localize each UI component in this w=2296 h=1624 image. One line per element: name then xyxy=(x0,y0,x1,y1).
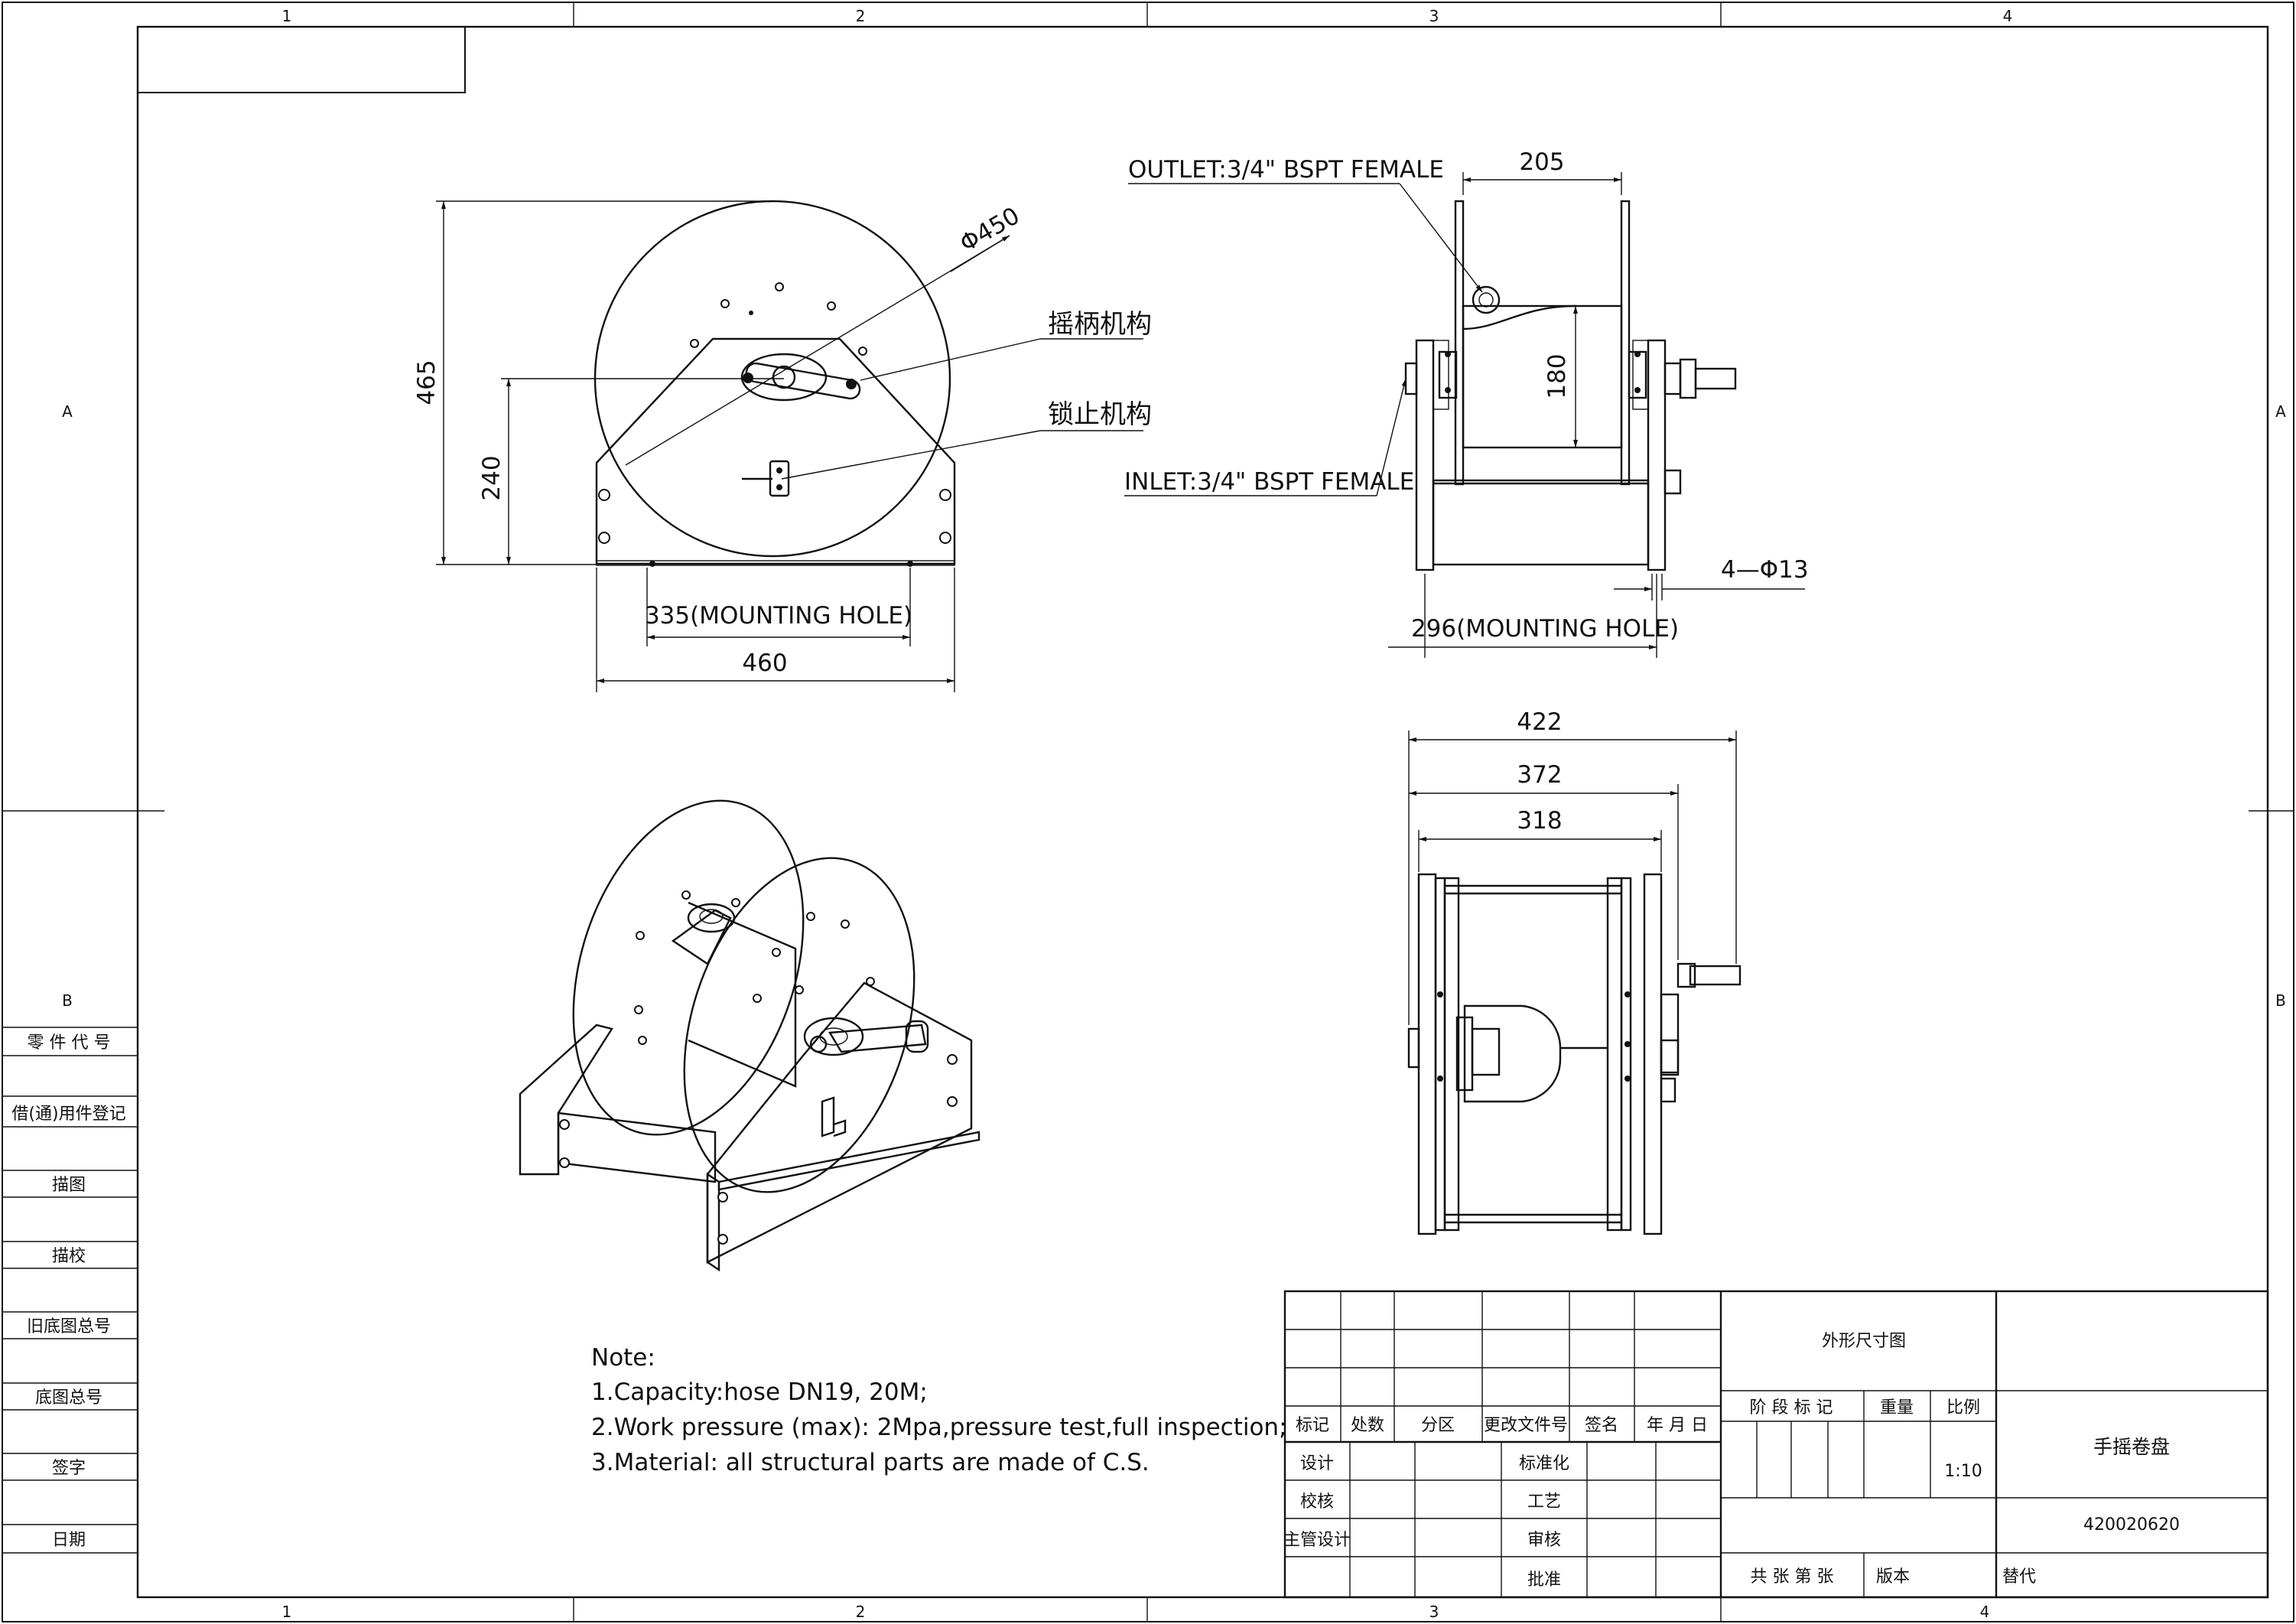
side-flange-right xyxy=(1620,200,1631,486)
front-label-lock: 锁止机构 xyxy=(1048,399,1152,430)
side-label-column: 零 件 代 号 借(通)用件登记 描图 描校 旧底图总号 底图总号 签字 日期 xyxy=(2,1027,138,1554)
top-frame-left xyxy=(1417,873,1437,1235)
grid-col-top-1: 1 xyxy=(282,7,292,25)
grid-col-bottom-4: 4 xyxy=(1980,1603,1990,1621)
tb-rev-header-zone: 分区 xyxy=(1421,1416,1455,1435)
top-frame-right xyxy=(1643,873,1663,1235)
grid-labels: 1 2 3 4 1 2 3 4 A B A B xyxy=(62,7,2286,1621)
tb-rev-header-count: 处数 xyxy=(1351,1416,1384,1435)
front-frame-base xyxy=(596,560,955,566)
side-label-base-no: 底图总号 xyxy=(35,1388,102,1408)
note-line-3: 3.Material: all structural parts are mad… xyxy=(591,1449,1150,1476)
note-line-2: 2.Work pressure (max): 2Mpa,pressure tes… xyxy=(591,1414,1287,1441)
tb-row-check: 校核 xyxy=(1300,1492,1334,1512)
side-label-trace-check: 描校 xyxy=(52,1247,86,1266)
tb-version-label: 版本 xyxy=(1876,1567,1910,1587)
front-view: Φ450 465 240 335(MOUNTING HOLE) 460 摇柄机构… xyxy=(413,200,1152,692)
front-crank xyxy=(740,353,861,402)
side-label-trace: 描图 xyxy=(52,1176,86,1195)
top-flange-right xyxy=(1620,877,1632,1232)
tb-rev-header-sign: 签名 xyxy=(1585,1416,1618,1435)
iso-front-flange xyxy=(683,857,915,1193)
tb-rev-header-doc: 更改文件号 xyxy=(1484,1416,1568,1435)
side-dim-mounting: 296(MOUNTING HOLE) xyxy=(1411,615,1679,643)
side-dim-width: 205 xyxy=(1519,148,1564,176)
front-dim-axis-height: 240 xyxy=(478,455,506,500)
iso-base-left xyxy=(519,1024,613,1176)
grid-col-bottom-2: 2 xyxy=(856,1603,866,1621)
top-dim-handle: 372 xyxy=(1517,761,1562,789)
top-dim-overall: 422 xyxy=(1517,708,1562,736)
tb-rev-header-mark: 标记 xyxy=(1296,1416,1329,1435)
side-flange-left xyxy=(1454,200,1465,486)
side-dim-drum: 180 xyxy=(1543,353,1571,399)
side-label-old-base-no: 旧底图总号 xyxy=(27,1317,111,1336)
grid-col-bottom-1: 1 xyxy=(282,1603,292,1621)
side-label-borrowed: 借(通)用件登记 xyxy=(11,1105,125,1124)
side-label-inlet: INLET:3/4" BSPT FEMALE xyxy=(1124,468,1414,496)
tb-scale-label: 比例 xyxy=(1946,1398,1980,1417)
tb-drawing-no: 420020620 xyxy=(2083,1515,2180,1535)
tb-row-design: 设计 xyxy=(1300,1454,1334,1473)
iso-swivel xyxy=(671,909,732,965)
front-dim-mounting: 335(MOUNTING HOLE) xyxy=(645,602,912,630)
front-dim-width: 460 xyxy=(742,649,787,677)
grid-row-left-B: B xyxy=(62,991,73,1010)
grid-col-top-4: 4 xyxy=(2003,7,2013,25)
note-line-1: 1.Capacity:hose DN19, 20M; xyxy=(591,1378,928,1406)
side-view: 205 OUTLET:3/4" BSPT FEMALE 180 INLET:3/… xyxy=(1124,148,1809,658)
tb-mid-standard: 标准化 xyxy=(1519,1454,1569,1473)
side-drum xyxy=(1462,304,1623,449)
tb-rev-header-date: 年 月 日 xyxy=(1647,1416,1708,1435)
front-dim-height: 465 xyxy=(413,360,441,405)
tb-row-lead: 主管设计 xyxy=(1283,1531,1351,1550)
side-handle xyxy=(1663,362,1682,395)
grid-row-right-B: B xyxy=(2275,991,2286,1010)
top-view: 422 372 318 xyxy=(1407,708,1742,1235)
isometric-view xyxy=(519,799,981,1272)
top-flange-left xyxy=(1434,877,1446,1232)
front-lock xyxy=(742,460,790,497)
side-label-signature: 签字 xyxy=(52,1459,86,1478)
grid-col-top-3: 3 xyxy=(1429,7,1439,25)
iso-base-rear xyxy=(557,1111,717,1183)
tb-replace-label: 替代 xyxy=(2002,1567,2036,1587)
side-dim-holes: 4—Φ13 xyxy=(1721,556,1809,584)
side-frame-left xyxy=(1415,339,1435,571)
tb-sheets-label: 共 张 第 张 xyxy=(1751,1567,1834,1587)
front-frame-plate xyxy=(595,337,956,565)
tb-drawing-name: 外形尺寸图 xyxy=(1822,1332,1906,1351)
tb-weight-label: 重量 xyxy=(1880,1398,1914,1417)
side-label-part-code: 零 件 代 号 xyxy=(28,1033,111,1053)
side-label-date: 日期 xyxy=(52,1531,86,1550)
top-swivel xyxy=(1463,1004,1562,1103)
grid-col-top-2: 2 xyxy=(856,7,866,25)
notes: Note: 1.Capacity:hose DN19, 20M; 2.Work … xyxy=(591,1344,1287,1476)
note-title: Note: xyxy=(591,1344,655,1372)
front-dim-diameter: Φ450 xyxy=(955,202,1024,258)
grid-row-left-A: A xyxy=(62,402,73,421)
top-handle xyxy=(1660,993,1680,1076)
tb-mid-approve: 批准 xyxy=(1527,1570,1561,1590)
grid-row-right-A: A xyxy=(2275,402,2286,421)
top-dim-frame: 318 xyxy=(1517,807,1562,835)
iso-lock xyxy=(821,1096,847,1137)
tb-stage-label: 阶 段 标 记 xyxy=(1750,1398,1833,1417)
tb-mid-review: 审核 xyxy=(1527,1531,1561,1550)
title-block: 标记 处数 分区 更改文件号 签名 年 月 日 设计 校核 主管设计 标准化 工… xyxy=(1283,1290,2269,1599)
side-frame-right xyxy=(1647,339,1667,571)
tb-part-name: 手摇卷盘 xyxy=(2093,1436,2170,1458)
iso-crank xyxy=(803,1017,929,1056)
side-label-outlet: OUTLET:3/4" BSPT FEMALE xyxy=(1128,156,1444,184)
front-label-crank: 摇柄机构 xyxy=(1048,309,1152,340)
grid-col-bottom-3: 3 xyxy=(1429,1603,1439,1621)
iso-rear-flange xyxy=(572,799,805,1136)
tb-mid-process: 工艺 xyxy=(1527,1492,1561,1512)
side-outlet-fitting xyxy=(1472,285,1501,314)
tb-scale-value: 1:10 xyxy=(1944,1462,1982,1481)
